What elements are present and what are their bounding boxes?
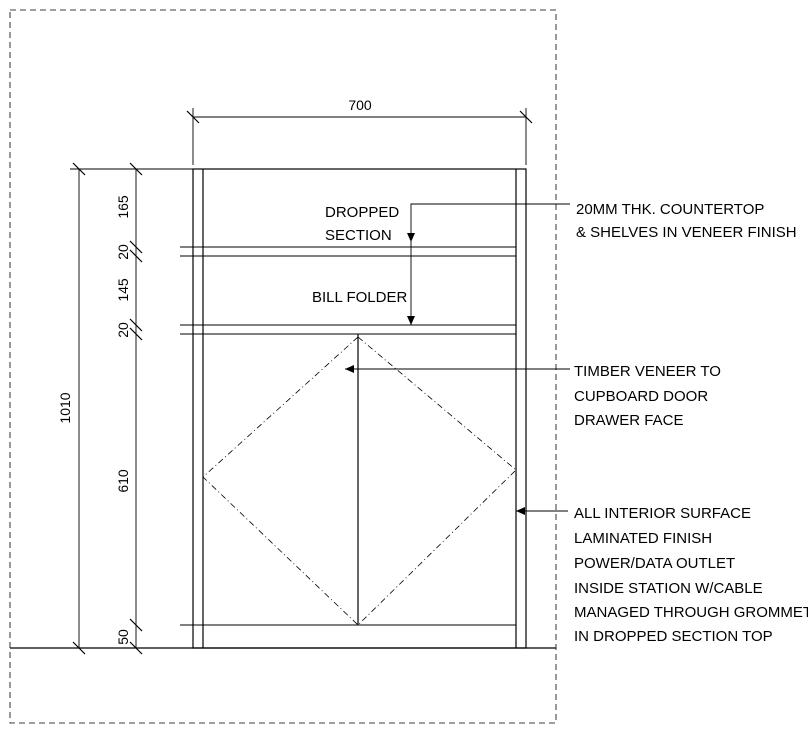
segment-dim-145: 145 <box>115 278 131 302</box>
bill-folder-label: BILL FOLDER <box>312 289 407 306</box>
segment-dim-50: 50 <box>115 629 131 645</box>
countertop-note-line2: & SHELVES IN VENEER FINISH <box>576 224 797 241</box>
leader-arrowhead <box>516 507 525 515</box>
leader-arrowhead <box>407 233 415 242</box>
leader-arrowhead <box>407 316 415 325</box>
interior-note-line5: MANAGED THROUGH GROMMET <box>574 604 808 621</box>
countertop-note-line1: 20MM THK. COUNTERTOP <box>576 201 764 218</box>
dropped-section-label-line1: DROPPED <box>325 204 399 221</box>
veneer-note-line3: DRAWER FACE <box>574 412 683 429</box>
segment-ticks <box>129 162 143 655</box>
segment-dim-20b: 20 <box>115 322 131 338</box>
segment-dim-20a: 20 <box>115 244 131 260</box>
interior-note-line2: LAMINATED FINISH <box>574 530 712 547</box>
cabinet-outline <box>192 168 527 649</box>
width-dimension: 700 <box>348 97 372 113</box>
veneer-note-line1: TIMBER VENEER TO <box>574 363 721 380</box>
interior-note-line1: ALL INTERIOR SURFACE <box>574 505 751 522</box>
interior-note-line3: POWER/DATA OUTLET <box>574 555 735 572</box>
interior-note-line4: INSIDE STATION W/CABLE <box>574 580 763 597</box>
leader-arrowhead <box>345 365 354 373</box>
total-height-dimension: 1010 <box>57 392 73 423</box>
dropped-section-label-line2: SECTION <box>325 227 392 244</box>
veneer-note-line2: CUPBOARD DOOR <box>574 388 708 405</box>
sheet-border <box>9 9 557 724</box>
segment-dim-165: 165 <box>115 195 131 219</box>
door-opening-swing <box>202 336 517 626</box>
countertop-leader <box>410 203 570 325</box>
interior-note-line6: IN DROPPED SECTION TOP <box>574 628 773 645</box>
segment-dim-610: 610 <box>115 469 131 493</box>
